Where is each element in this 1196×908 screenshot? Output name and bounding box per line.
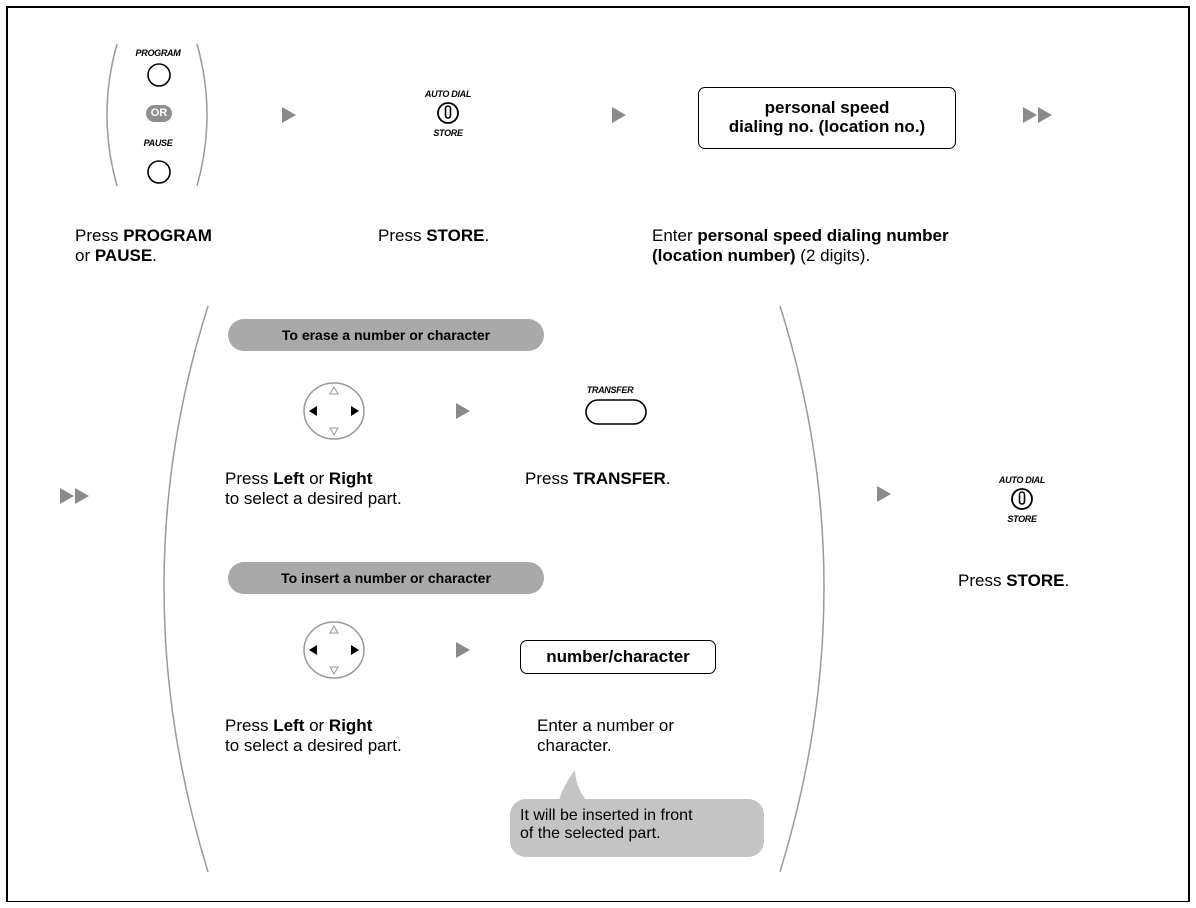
caption-press-store: Press STORE. — [378, 226, 490, 245]
diagram-frame — [6, 6, 1190, 902]
arrow-right-icon — [877, 486, 891, 502]
arrow-right-icon — [282, 107, 296, 123]
number-character-key: number/character — [520, 640, 716, 674]
pause-key-label: PAUSE — [143, 138, 173, 148]
navigator-key-icon[interactable] — [302, 381, 366, 441]
or-badge: OR — [146, 105, 172, 122]
autodial-label: AUTO DIAL — [998, 475, 1046, 485]
edit-options-brackets — [163, 305, 825, 873]
double-arrow-icon — [1023, 107, 1063, 123]
caption-press-program: Press PROGRAM or PAUSE. — [75, 226, 212, 265]
autodial-label: AUTO DIAL — [424, 89, 472, 99]
transfer-button[interactable] — [584, 398, 648, 428]
caption-press-store-final: Press STORE. — [958, 571, 1070, 590]
caption-press-left-right: Press Left or Right to select a desired … — [225, 716, 402, 755]
navigator-key-icon[interactable] — [302, 620, 366, 680]
program-button[interactable] — [146, 62, 172, 88]
arrow-right-icon — [612, 107, 626, 123]
personal-speed-dialing-key: personal speed dialing no. (location no.… — [698, 87, 956, 149]
speed-key-line2: dialing no. (location no.) — [728, 117, 926, 136]
store-label: STORE — [1007, 514, 1037, 524]
pause-button[interactable] — [146, 159, 172, 185]
speed-key-line1: personal speed — [764, 98, 890, 117]
caption-enter-number: Enter a number or character. — [537, 716, 675, 755]
store-button[interactable] — [436, 101, 460, 125]
store-label: STORE — [433, 128, 463, 138]
erase-heading-pill: To erase a number or character — [228, 319, 544, 351]
transfer-key-label: TRANSFER — [586, 385, 634, 395]
bubble-tail — [558, 770, 592, 806]
caption-press-transfer: Press TRANSFER. — [525, 469, 671, 488]
store-button[interactable] — [1010, 487, 1034, 511]
program-pause-brackets — [106, 43, 208, 187]
arrow-right-icon — [456, 403, 470, 419]
arrow-right-icon — [456, 642, 470, 658]
program-key-label: PROGRAM — [135, 48, 181, 58]
insert-note-bubble: It will be inserted in front of the sele… — [510, 799, 764, 857]
double-arrow-icon — [60, 488, 100, 504]
caption-enter-speed-number: Enter personal speed dialing number (loc… — [652, 226, 949, 265]
insert-heading-pill: To insert a number or character — [228, 562, 544, 594]
caption-press-left-right: Press Left or Right to select a desired … — [225, 469, 402, 508]
